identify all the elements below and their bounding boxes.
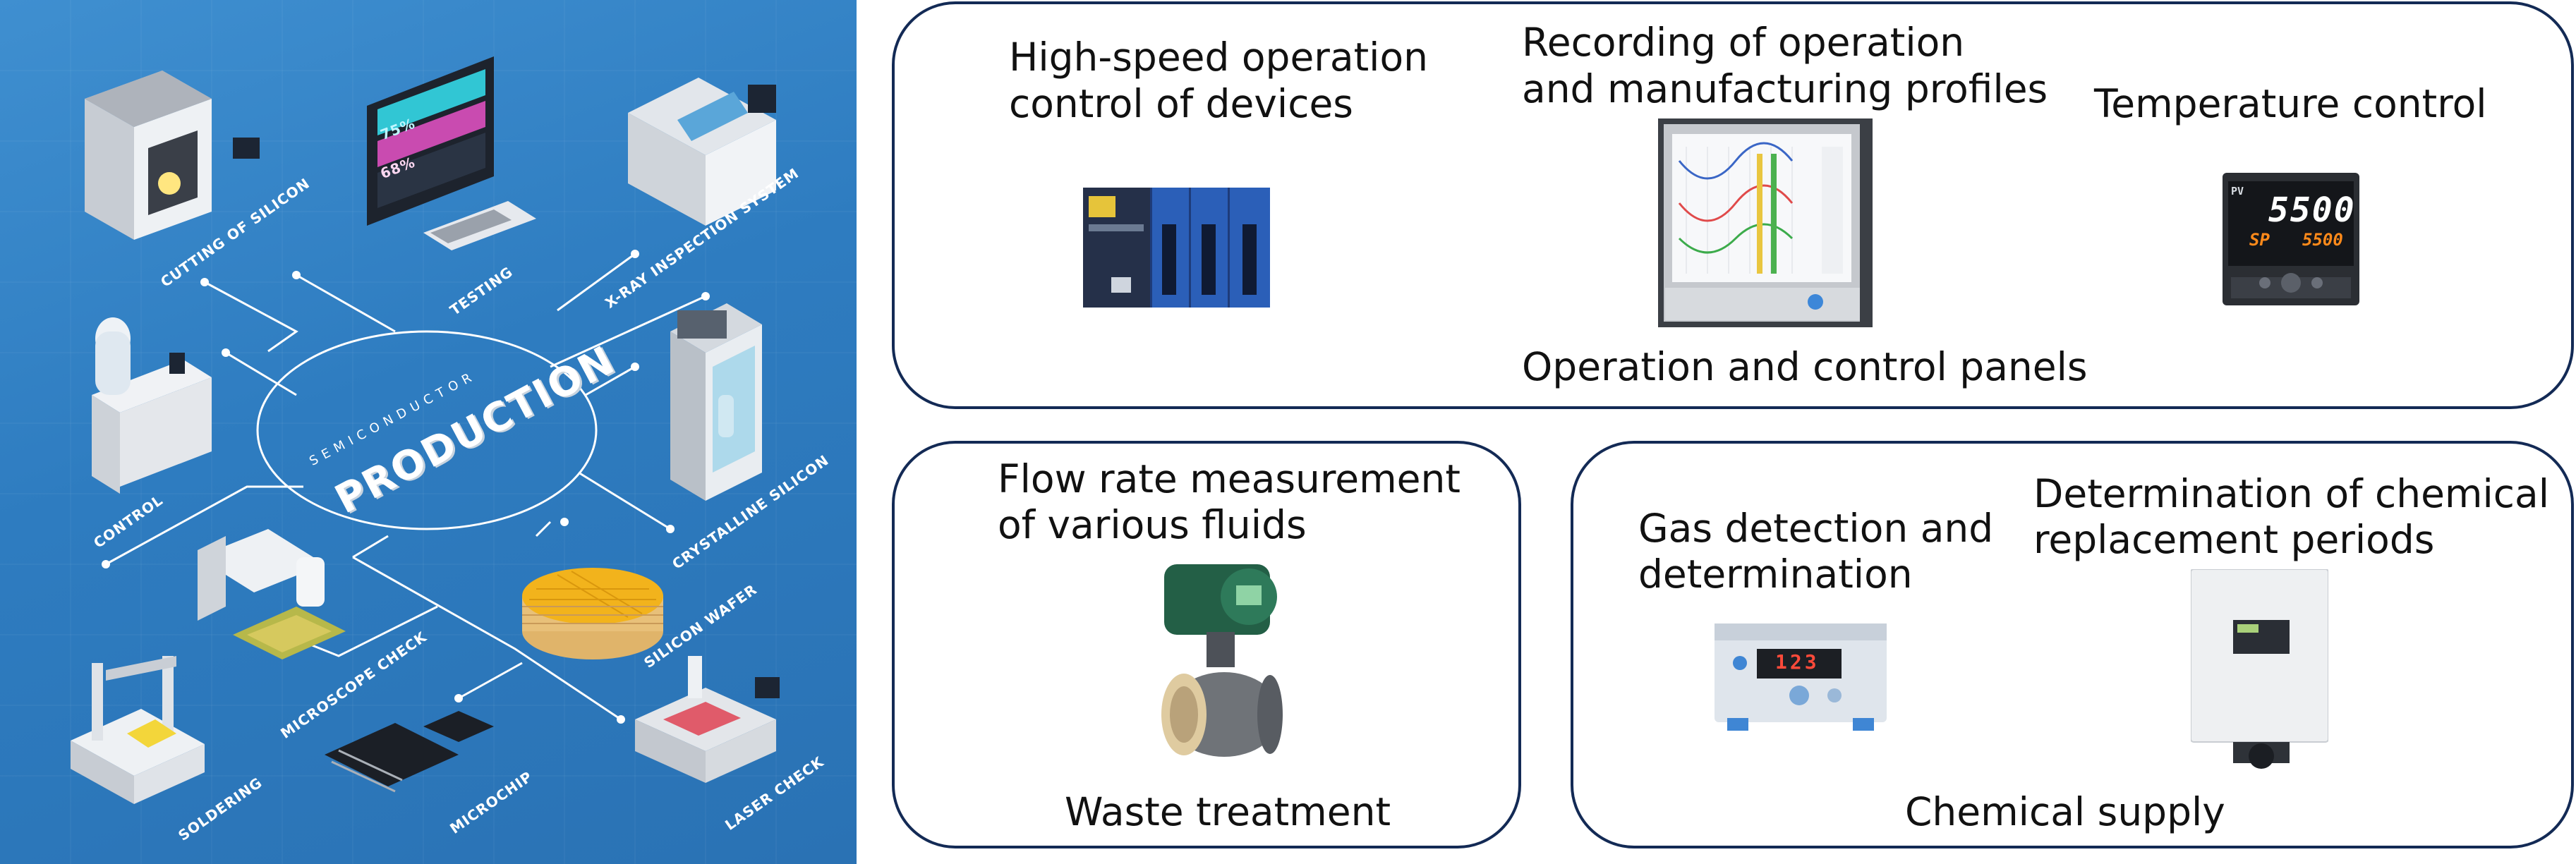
laser-check-machine	[635, 656, 780, 783]
temperature-controller-sp-value: 5500	[2302, 230, 2343, 250]
chemical-monitor-cabinet-image	[2191, 569, 2328, 769]
gas-detector-display-value: 123	[1775, 650, 1820, 674]
label-gas-detection-2: determination	[1638, 552, 1913, 597]
silicon-wafer-stack	[522, 568, 663, 659]
cutting-machine	[85, 71, 260, 240]
label-recording-1: Recording of operation	[1522, 20, 1965, 65]
connector-lines	[105, 252, 706, 721]
gas-detector-image	[1715, 623, 1887, 731]
recorder-image	[1658, 118, 1873, 327]
caption-waste-treatment: Waste treatment	[1065, 789, 1391, 834]
caption-chemical-supply: Chemical supply	[1905, 789, 2225, 834]
label-flow-rate-1: Flow rate measurement	[998, 456, 1461, 501]
soldering-machine	[71, 656, 205, 804]
semiconductor-production-infographic: CUTTING OF SILICON TESTING X-RAY INSPECT…	[0, 0, 857, 864]
control-desk	[92, 317, 212, 494]
label-high-speed-2: control of devices	[1009, 81, 1353, 126]
label-recording-2: and manufacturing profiles	[1522, 66, 2048, 111]
plc-controller-image	[1083, 188, 1270, 308]
label-gas-detection-1: Gas detection and	[1638, 506, 1994, 551]
temperature-controller-image	[2223, 173, 2359, 305]
caption-operation-control-panels: Operation and control panels	[1522, 344, 2088, 389]
xray-machine	[628, 78, 776, 226]
label-temperature: Temperature control	[2094, 81, 2487, 126]
temperature-controller-pv-value: 5500	[2268, 190, 2356, 230]
label-replacement-2: replacement periods	[2033, 517, 2435, 562]
microscope-machine	[198, 529, 346, 659]
label-replacement-1: Determination of chemical	[2033, 471, 2550, 516]
label-flow-rate-2: of various fluids	[998, 502, 1307, 547]
testing-monitor	[367, 56, 536, 250]
flowmeter-image	[1161, 564, 1283, 757]
center-ellipse	[256, 330, 598, 530]
temperature-controller-pv-tag: PV	[2231, 185, 2244, 197]
microchip	[325, 711, 494, 793]
label-high-speed-1: High-speed operation	[1009, 35, 1428, 80]
crystalline-silicon-machine	[670, 303, 762, 501]
infographic-graphics	[0, 0, 857, 864]
temperature-controller-sp-tag: SP	[2249, 230, 2270, 250]
